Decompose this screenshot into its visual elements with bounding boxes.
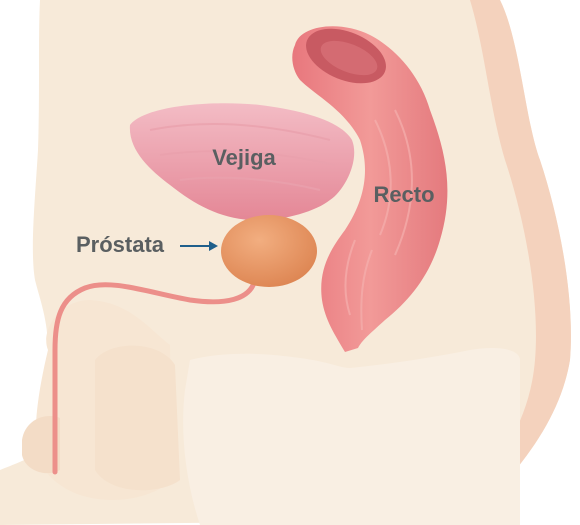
- rectum: [292, 26, 448, 353]
- urethra: [52, 277, 258, 475]
- prostate: [221, 215, 317, 287]
- buttock-shade: [440, 0, 571, 525]
- prostate-label: Próstata: [76, 232, 165, 257]
- rectum-label: Recto: [373, 182, 434, 207]
- rectum-folds: [344, 109, 413, 331]
- bladder-folds: [149, 123, 336, 191]
- rectum-opening-inner: [320, 40, 378, 76]
- prostate-arrow: [180, 241, 218, 251]
- testicle: [95, 345, 180, 491]
- glans: [22, 416, 60, 474]
- thigh-region: [183, 348, 520, 525]
- bladder-label: Vejiga: [212, 145, 276, 170]
